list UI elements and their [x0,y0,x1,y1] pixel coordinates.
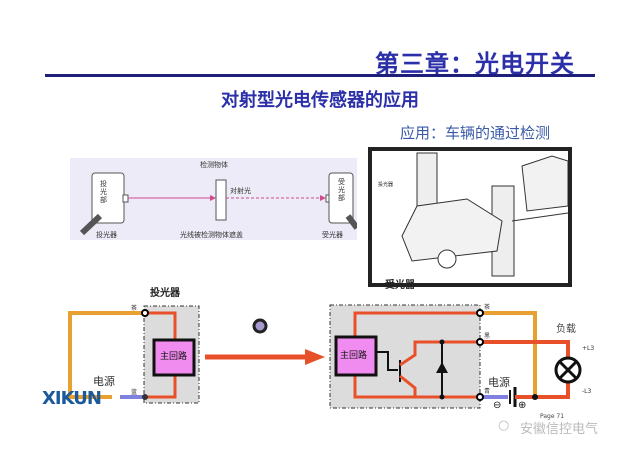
receiver-brown-wire [480,311,537,397]
receiver-cable [345,214,357,230]
receiver-body [328,172,354,224]
slide-subtitle: 对射型光电传感器的应用 [221,90,419,111]
zener-diode-icon [436,362,448,373]
load-wire-top [480,340,570,357]
lamp-cross-2 [558,360,578,380]
receiver-power-label: 电源 [488,376,510,389]
receiver-wire-blue-label: 青 [484,388,491,395]
beam-arrow-2 [320,195,326,201]
load-plus-label: +L3 [582,345,595,352]
receiver-main-circuit [334,335,378,377]
terminal-black [476,338,484,346]
parked-car [521,155,568,212]
sensor-tag: 投光器 [378,182,394,188]
object-label: 检测物体 [200,161,228,169]
receiver-unit-label: 受光部 [338,178,345,202]
wechat-icon: ○ [498,418,510,433]
vehicle-detection-illustration: 投光器 [368,147,572,287]
application-caption: 应用：车辆的通过检测 [399,124,550,142]
receiver-wire-bottom [353,375,480,399]
thrubeam-diagram: 检测物体 投光部 受光部 对射光 投光器 光线被检测物体遮盖 受光器 [70,158,357,240]
terminal-brown [476,309,484,317]
load-label: 负载 [556,324,576,335]
plus-terminal-icon: ⊕ [518,400,527,411]
chapter-title: 第三章：光电开关 [375,50,575,78]
receiver-label: 受光器 [322,231,343,239]
emitter-terminal-blue [142,394,148,400]
beam-arrow [210,195,216,201]
load-minus-label: -L3 [582,388,592,395]
beam-label: 对射光 [230,187,251,195]
car-wheel [437,249,457,269]
emitter-power-label: 电源 [93,375,115,388]
junction-bottom [439,394,445,400]
minus-terminal-icon: ⊖ [493,400,502,411]
account-watermark: 安徽信控电气 [520,422,599,437]
thrubeam-caption: 光线被检测物体遮盖 [180,231,243,239]
title-rule [45,74,595,77]
emitter-wire-brown-label: 茶 [131,305,138,312]
vehicle-drawing [401,152,568,277]
emitter-brown-wire [68,311,145,399]
emitter-wire [399,374,417,397]
receiver-wire-brown-label: 茶 [484,304,491,311]
load-wire-bottom [535,383,570,399]
vehicle-receiver-label: 受光器 [385,280,415,291]
emitter-unit-label: 投光部 [100,180,107,204]
light-arrow-head [305,349,325,365]
emitter-terminal-brown [141,309,149,317]
emitter-main-label: 主回路 [160,352,188,362]
emitter-circuit-title: 投光器 [150,288,180,299]
car-shape [401,198,503,262]
receiver-wire-top [353,311,480,337]
detected-object [215,179,227,221]
thrubeam-drawing [79,172,357,236]
emitter-label: 投光器 [96,231,117,239]
junction-power [532,394,538,400]
collector-wire [399,340,480,367]
receiver-wire-black-label: 黑 [484,333,491,340]
emitter-wire-top [145,311,177,340]
base-wire [376,351,398,371]
emitter-wire-blue-label: 蓝 [131,389,138,396]
emitter-wire-bottom [145,375,177,399]
emitter-main-circuit [152,338,196,377]
terminal-blue [476,393,484,401]
page-number: Page 71 [540,413,565,420]
junction-top [439,339,445,345]
indicator-dot [252,318,268,334]
receiver-main-label: 主回路 [340,351,368,361]
emitter-cable [79,213,103,236]
xikun-logo: XIKUN [42,388,102,409]
platform-edge [511,212,568,222]
